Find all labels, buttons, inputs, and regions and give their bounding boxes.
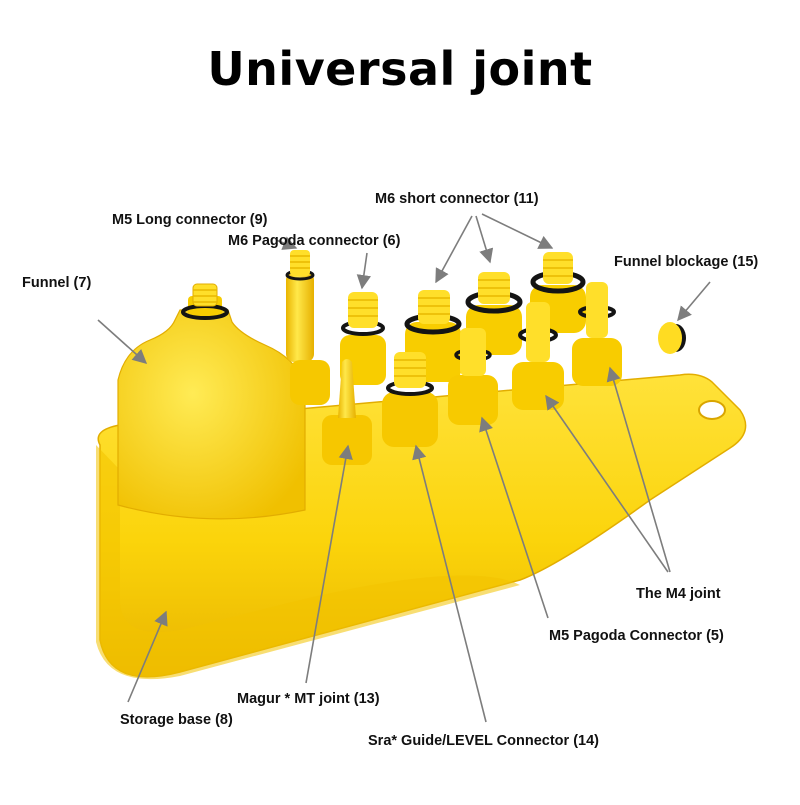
m5-long-base — [290, 360, 330, 405]
arrow-m6-short-b — [475, 215, 494, 264]
arrow-m5-pagoda — [479, 416, 549, 619]
arrow-funnel — [97, 319, 148, 364]
arrow-sra — [412, 444, 487, 723]
label-m6-pagoda: M6 Pagoda connector (6) — [228, 233, 401, 249]
arrow-m5-long — [275, 236, 298, 250]
label-funnel-blockage: Funnel blockage (15) — [614, 254, 759, 270]
arrow-storage-base — [127, 610, 168, 703]
m5-long-tip — [290, 250, 310, 276]
arrow-m6-pagoda — [356, 252, 371, 290]
label-funnel: Funnel (7) — [22, 275, 92, 291]
label-m5-long: M5 Long connector (9) — [112, 212, 268, 228]
base-hang-hole — [698, 400, 726, 420]
arrow-magur — [305, 444, 353, 684]
m6-short-connector-b — [465, 272, 523, 355]
magur-mt-joint — [322, 359, 372, 465]
label-m6-short: M6 short connector (11) — [375, 191, 539, 207]
arrow-funnel-blockage — [677, 281, 711, 322]
label-storage-base: Storage base (8) — [120, 712, 233, 728]
sra-guide-level-connector — [382, 352, 438, 447]
m5-long-column — [286, 272, 314, 362]
m5-pagoda-connector — [448, 328, 498, 425]
label-m5-pagoda: M5 Pagoda Connector (5) — [549, 628, 724, 644]
arrow-m6-short-a — [435, 215, 473, 284]
funnel-blockage-plug — [658, 322, 686, 354]
funnel-body — [117, 309, 306, 520]
m6-pagoda-tip — [348, 292, 378, 328]
label-magur: Magur * MT joint (13) — [237, 691, 380, 707]
arrow-m6-short-c — [481, 213, 554, 249]
storage-base-front — [96, 445, 520, 680]
label-sra: Sra* Guide/LEVEL Connector (14) — [368, 733, 599, 749]
arrow-m4-joint-a — [545, 394, 669, 573]
arrow-m4-joint-b — [606, 366, 671, 573]
label-m4-joint: The M4 joint — [636, 586, 721, 602]
page-title: Universal joint — [207, 42, 593, 96]
